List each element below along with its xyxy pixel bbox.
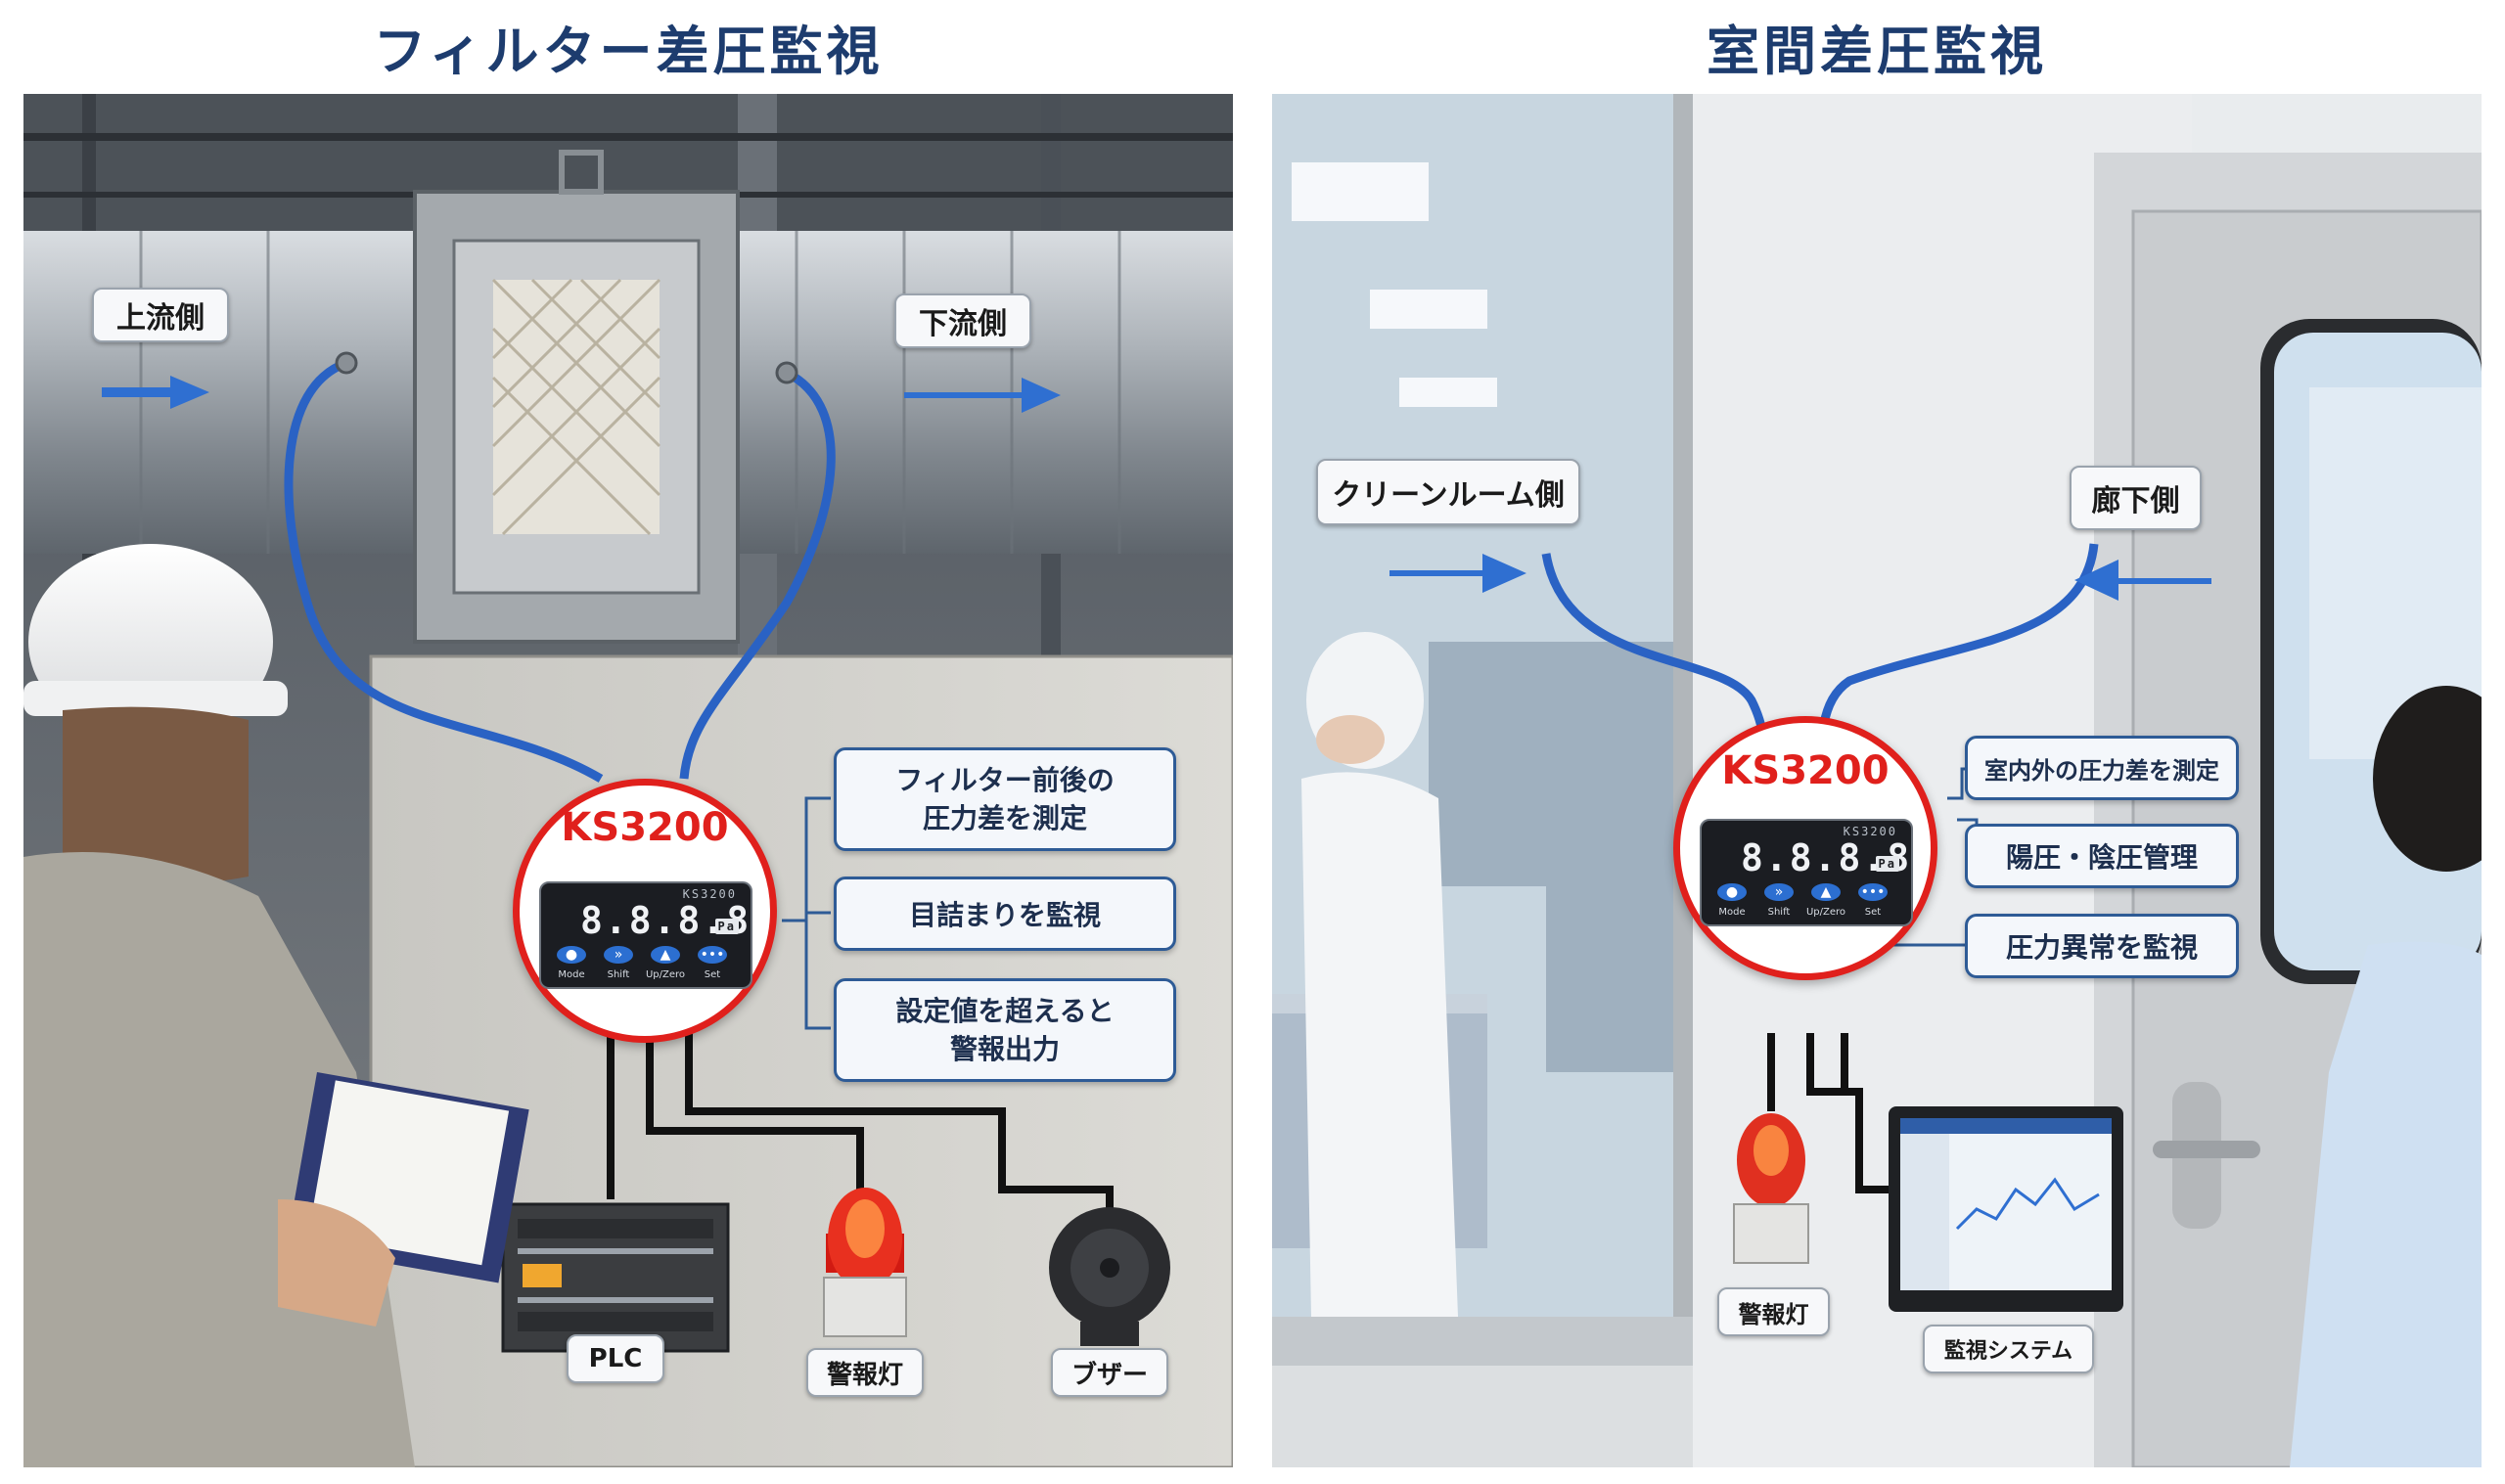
up-zero-caption: Up/Zero xyxy=(645,969,686,980)
upstream-arrow xyxy=(102,376,209,409)
monitoring-system-label: 監視システム xyxy=(1923,1325,2094,1373)
room-diff-pressure-scene: クリーンルーム側 廊下側 室内外の圧力差を測定 陽圧・陰圧管理 圧力異常を監視 … xyxy=(1272,94,2482,1467)
up-zero-button[interactable]: ▲ xyxy=(1811,883,1841,901)
set-caption: Set xyxy=(1864,907,1882,918)
ks3200-label: KS3200 xyxy=(561,805,729,850)
up-zero-button[interactable]: ▲ xyxy=(651,946,680,964)
cleanroom-illustration xyxy=(1272,94,2482,1467)
callout-pos-neg-pressure: 陽圧・陰圧管理 xyxy=(1965,824,2239,888)
ks3200-highlight-circle: KS3200 KS3200 8.8.8.8 Pa ● » ▲ ••• Mode … xyxy=(1673,716,1937,980)
left-panel-title: フィルター差圧監視 xyxy=(373,21,884,82)
upstream-label: 上流側 xyxy=(92,288,229,342)
shift-caption: Shift xyxy=(607,969,630,980)
downstream-label: 下流側 xyxy=(894,293,1031,348)
filter-diff-pressure-scene: 上流側 下流側 フィルター前後の 圧力差を測定 目詰まりを監視 設定値を超えると… xyxy=(23,94,1233,1467)
shift-button[interactable]: » xyxy=(1764,883,1794,901)
ks3200-highlight-circle: KS3200 KS3200 8.8.8.8 Pa ● » ▲ ••• Mode … xyxy=(513,779,777,1043)
cleanroom-side-label: クリーンルーム側 xyxy=(1316,459,1580,525)
up-zero-caption: Up/Zero xyxy=(1805,907,1846,918)
mode-caption: Mode xyxy=(1718,907,1746,918)
callout-measure-room-diff: 室内外の圧力差を測定 xyxy=(1965,736,2239,800)
meter-brand: KS3200 xyxy=(1843,825,1897,838)
plc-label: PLC xyxy=(567,1334,664,1383)
mode-button[interactable]: ● xyxy=(1717,883,1747,901)
right-panel-title: 室間差圧監視 xyxy=(1707,21,2047,82)
shift-button[interactable]: » xyxy=(604,946,633,964)
mode-caption: Mode xyxy=(558,969,585,980)
mode-button[interactable]: ● xyxy=(557,946,586,964)
set-button[interactable]: ••• xyxy=(698,946,727,964)
pressure-meter-display: KS3200 8.8.8.8 Pa ● » ▲ ••• Mode Shift U… xyxy=(539,881,752,989)
meter-brand: KS3200 xyxy=(682,887,737,901)
corridor-arrow xyxy=(2074,560,2211,601)
pressure-meter-display: KS3200 8.8.8.8 Pa ● » ▲ ••• Mode Shift U… xyxy=(1700,819,1913,926)
meter-unit: Pa xyxy=(1875,856,1899,872)
callout-alarm-output: 設定値を超えると 警報出力 xyxy=(834,978,1176,1082)
cleanroom-arrow xyxy=(1389,554,1526,593)
warning-light-label: 警報灯 xyxy=(806,1348,924,1397)
ks3200-label: KS3200 xyxy=(1721,748,1890,793)
warning-light-label: 警報灯 xyxy=(1717,1287,1830,1336)
factory-illustration xyxy=(23,94,1233,1467)
callout-clog-monitor: 目詰まりを監視 xyxy=(834,877,1176,951)
meter-unit: Pa xyxy=(714,919,739,934)
callout-measure-filter-diff: フィルター前後の 圧力差を測定 xyxy=(834,747,1176,851)
callout-pressure-anomaly: 圧力異常を監視 xyxy=(1965,914,2239,978)
shift-caption: Shift xyxy=(1767,907,1791,918)
corridor-side-label: 廊下側 xyxy=(2070,466,2202,530)
buzzer-label: ブザー xyxy=(1051,1348,1168,1397)
set-button[interactable]: ••• xyxy=(1858,883,1888,901)
downstream-arrow xyxy=(904,378,1061,413)
set-caption: Set xyxy=(704,969,721,980)
